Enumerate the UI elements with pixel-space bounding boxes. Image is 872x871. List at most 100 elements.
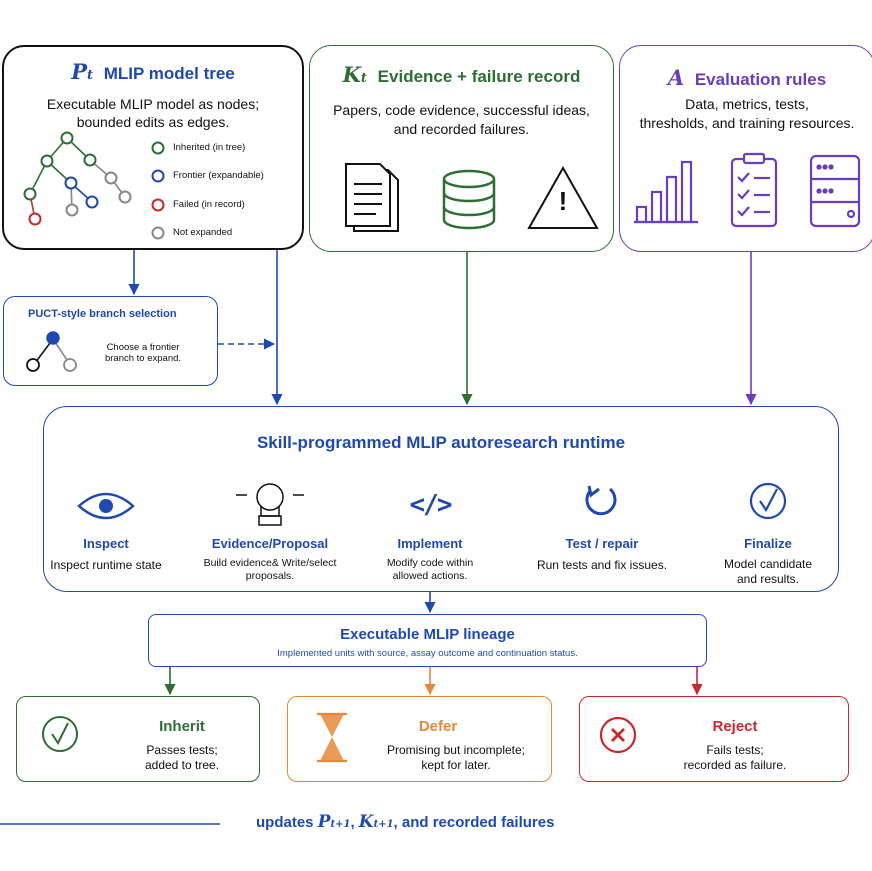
puct-desc-line1: Choose a frontier (106, 342, 180, 353)
step-label-test: Test / repair (565, 536, 639, 551)
step-desc-inspect-line1: Inspect runtime state (50, 558, 162, 572)
step-desc-evidence-line1: Build evidence& Write/select (203, 557, 337, 569)
footer-text: updates Pt+1, Kt+1, and recorded failure… (256, 812, 554, 832)
puct-graphic (26, 331, 77, 372)
reject-title: Reject (712, 718, 758, 735)
legend-inherited-dot (151, 141, 165, 155)
lineage-desc: Implemented units with source, assay out… (277, 648, 578, 659)
lineage-title: Executable MLIP lineage (340, 626, 515, 643)
evidence-desc-line2: and recorded failures. (393, 121, 530, 137)
a-symbol: A (667, 65, 685, 90)
evaluation-icons (634, 152, 861, 228)
puct-desc-line2: branch to expand. (104, 353, 182, 364)
step-desc-finalize-line1: Model candidate (723, 557, 813, 571)
model-tree-box: Pt MLIP model tree Executable MLIP model… (2, 45, 304, 250)
footer-suffix: , and recorded failures (393, 814, 555, 831)
evidence-desc: Papers, code evidence, successful ideas,… (310, 101, 613, 139)
puct-box: PUCT-style branch selection Choose a fro… (3, 296, 218, 386)
model-tree-title: Pt MLIP model tree (4, 59, 302, 84)
evaluation-desc-line1: Data, metrics, tests, (685, 96, 809, 112)
evidence-title-text: Evidence + failure record (377, 67, 581, 86)
k-symbol: K (342, 62, 361, 87)
bar-chart-icon (634, 160, 698, 224)
reject-desc-line2: recorded as failure. (683, 758, 787, 772)
inherit-desc-line2: added to tree. (144, 758, 220, 772)
legend-not-expanded-dot (151, 226, 165, 240)
legend-frontier: Frontier (expandable) (173, 170, 264, 181)
puct-desc: Choose a frontier branch to expand. (88, 342, 198, 364)
legend-not-expanded: Not expanded (173, 227, 233, 238)
step-label-inspect: Inspect (83, 536, 129, 551)
step-desc-evidence: Build evidence& Write/select proposals. (190, 557, 350, 583)
footer-k-sub: t+1 (373, 819, 394, 830)
legend-failed: Failed (in record) (173, 199, 245, 210)
step-desc-evidence-line2: proposals. (245, 570, 295, 582)
tree-node (65, 203, 79, 217)
reject-x-icon (599, 716, 637, 754)
step-label-evidence: Evidence/Proposal (211, 536, 329, 551)
tree-node (40, 154, 54, 168)
inherit-desc-line1: Passes tests; (146, 743, 218, 757)
model-tree-desc-line1: Executable MLIP model as nodes; (46, 96, 260, 112)
inherit-box: Inherit Passes tests; added to tree. (16, 696, 260, 782)
footer-p-sub: t+1 (330, 819, 351, 830)
tree-graphic (23, 131, 165, 240)
lineage-box: Executable MLIP lineage Implemented unit… (148, 614, 707, 667)
defer-desc-line1: Promising but incomplete; (386, 743, 526, 757)
step-desc-implement: Modify code within allowed actions. (370, 557, 490, 583)
evaluation-desc: Data, metrics, tests, thresholds, and tr… (620, 95, 872, 133)
step-desc-inspect: Inspect runtime state (36, 558, 176, 572)
evidence-title: Kt Evidence + failure record (310, 62, 613, 87)
tree-node (118, 190, 132, 204)
code-icon: </> (409, 490, 453, 520)
warning-icon (527, 165, 599, 229)
tree-node (60, 131, 74, 145)
evaluation-title-text: Evaluation rules (694, 70, 827, 89)
step-desc-implement-line2: allowed actions. (392, 570, 468, 582)
server-icon (809, 154, 861, 228)
reject-box: Reject Fails tests; recorded as failure. (579, 696, 849, 782)
inherit-check-icon (42, 716, 78, 752)
footer-k-symbol: K (358, 812, 374, 832)
tree-node (23, 187, 37, 201)
tree-node (28, 212, 42, 226)
reject-desc: Fails tests; recorded as failure. (660, 743, 810, 773)
legend-frontier-dot (151, 169, 165, 183)
evaluation-title: A Evaluation rules (620, 65, 872, 90)
legend-failed-dot (151, 198, 165, 212)
tree-node (64, 176, 78, 190)
model-tree-title-text: MLIP model tree (103, 64, 235, 83)
tree-node (85, 195, 99, 209)
step-desc-implement-line1: Modify code within (386, 557, 474, 569)
evaluation-box: A Evaluation rules Data, metrics, tests,… (619, 45, 872, 252)
evidence-box: Kt Evidence + failure record Papers, cod… (309, 45, 614, 252)
defer-title: Defer (418, 718, 458, 735)
k-subscript: t (360, 71, 367, 86)
step-label-finalize: Finalize (744, 536, 792, 551)
footer-p-symbol: P (317, 812, 331, 832)
defer-box: Defer Promising but incomplete; kept for… (287, 696, 552, 782)
step-label-implement: Implement (397, 536, 463, 551)
inherit-title: Inherit (159, 718, 205, 735)
step-desc-test: Run tests and fix issues. (517, 558, 687, 572)
model-tree-desc: Executable MLIP model as nodes; bounded … (4, 95, 302, 131)
p-subscript: t (87, 68, 94, 83)
legend-inherited: Inherited (in tree) (173, 142, 246, 153)
defer-desc-line2: kept for later. (421, 758, 491, 772)
document-icon (345, 163, 399, 232)
model-tree-desc-line2: bounded edits as edges. (76, 114, 230, 130)
footer-prefix: updates (256, 814, 314, 831)
runtime-box: Skill-programmed MLIP autoresearch runti… (43, 406, 839, 592)
defer-desc: Promising but incomplete; kept for later… (366, 743, 546, 773)
evidence-desc-line1: Papers, code evidence, successful ideas, (333, 102, 590, 118)
inherit-desc: Passes tests; added to tree. (122, 743, 242, 773)
step-desc-finalize: Model candidate and results. (703, 557, 833, 587)
tree-node (83, 153, 97, 167)
step-desc-finalize-line2: and results. (736, 572, 800, 586)
reject-desc-line1: Fails tests; (706, 743, 764, 757)
puct-title: PUCT-style branch selection (28, 308, 177, 320)
checklist-icon (730, 152, 778, 228)
step-desc-test-line1: Run tests and fix issues. (536, 558, 668, 572)
runtime-title: Skill-programmed MLIP autoresearch runti… (256, 433, 626, 452)
evaluation-desc-line2: thresholds, and training resources. (639, 115, 855, 131)
